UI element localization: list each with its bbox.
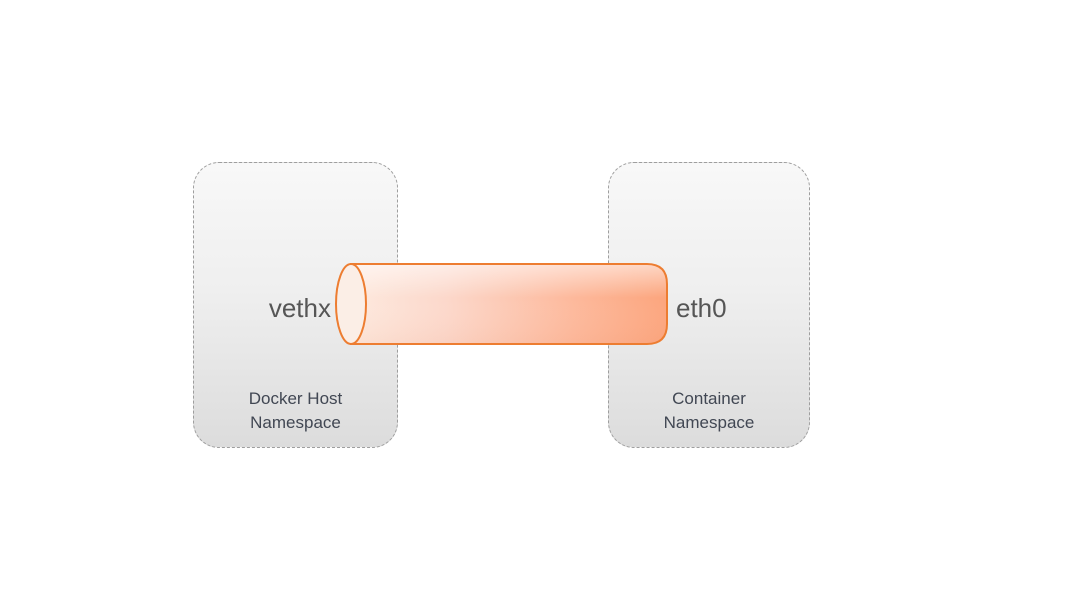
veth-pipe-connector bbox=[335, 263, 668, 345]
caption-line-1: Container bbox=[672, 389, 746, 408]
caption-line-2: Namespace bbox=[663, 413, 755, 432]
pipe-end-cap bbox=[335, 263, 367, 345]
container-namespace-box: Container Namespace bbox=[608, 162, 810, 448]
caption-line-2: Namespace bbox=[250, 413, 341, 432]
caption-line-1: Docker Host bbox=[248, 389, 343, 408]
container-namespace-caption: Container Namespace bbox=[609, 387, 809, 435]
vethx-interface-label: vethx bbox=[268, 293, 331, 323]
eth0-interface-label: eth0 bbox=[676, 293, 727, 323]
docker-host-namespace-caption: Docker Host Namespace bbox=[194, 387, 397, 435]
pipe-body-sheen bbox=[350, 263, 668, 345]
